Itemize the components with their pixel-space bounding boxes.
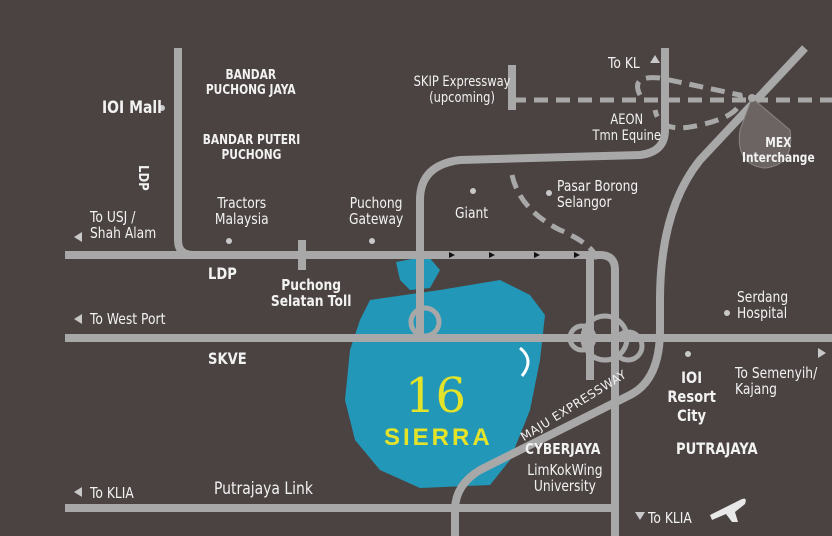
- location-dot-icon: [724, 310, 730, 316]
- label-skip-expressway: SKIP Expressway(upcoming): [413, 74, 511, 106]
- site-area: [345, 280, 545, 488]
- direction-arrow-icon: [74, 232, 82, 242]
- location-dot-icon: [546, 190, 552, 196]
- label-ioi-mall: IOI Mall: [102, 98, 162, 118]
- label-putrajaya: PUTRAJAYA: [676, 439, 758, 458]
- mex-road-diagonal: [451, 45, 808, 536]
- direction-arrow-icon: [635, 512, 645, 520]
- direction-arrow-icon: [818, 348, 826, 358]
- location-dot-icon: [226, 238, 232, 244]
- label-ldp-vertical: LDP: [135, 165, 150, 191]
- mex-interchange-pin: [738, 97, 792, 169]
- label-to-west-port: To West Port: [90, 310, 166, 328]
- project-name: SIERRA: [384, 424, 493, 451]
- location-dot-icon: [685, 351, 691, 357]
- toll-gate: [298, 240, 306, 270]
- label-ldp: LDP: [208, 264, 237, 283]
- label-to-klia-left: To KLIA: [90, 484, 134, 502]
- location-dot-icon: [470, 188, 476, 194]
- project-number: 16: [405, 368, 467, 424]
- label-cyberjaya: CYBERJAYA: [525, 440, 601, 458]
- direction-arrow-icon: [650, 55, 660, 63]
- direction-arrow-icon: [74, 314, 82, 324]
- label-giant: Giant: [455, 204, 489, 222]
- label-to-kl: To KL: [608, 54, 640, 72]
- location-dot-icon: [369, 238, 375, 244]
- direction-arrow-icon: [74, 487, 82, 497]
- mex-road: [416, 48, 669, 255]
- label-to-semenyih: To Semenyih/Kajang: [735, 364, 818, 398]
- label-skve: SKVE: [208, 349, 247, 368]
- label-to-usj: To USJ /Shah Alam: [90, 208, 157, 242]
- label-to-klia-right: To KLIA: [648, 509, 692, 527]
- ldp-road: [65, 251, 619, 536]
- location-dot-icon: [159, 105, 165, 111]
- airplane-icon: [710, 498, 746, 522]
- label-putrajaya-link: Putrajaya Link: [214, 479, 313, 499]
